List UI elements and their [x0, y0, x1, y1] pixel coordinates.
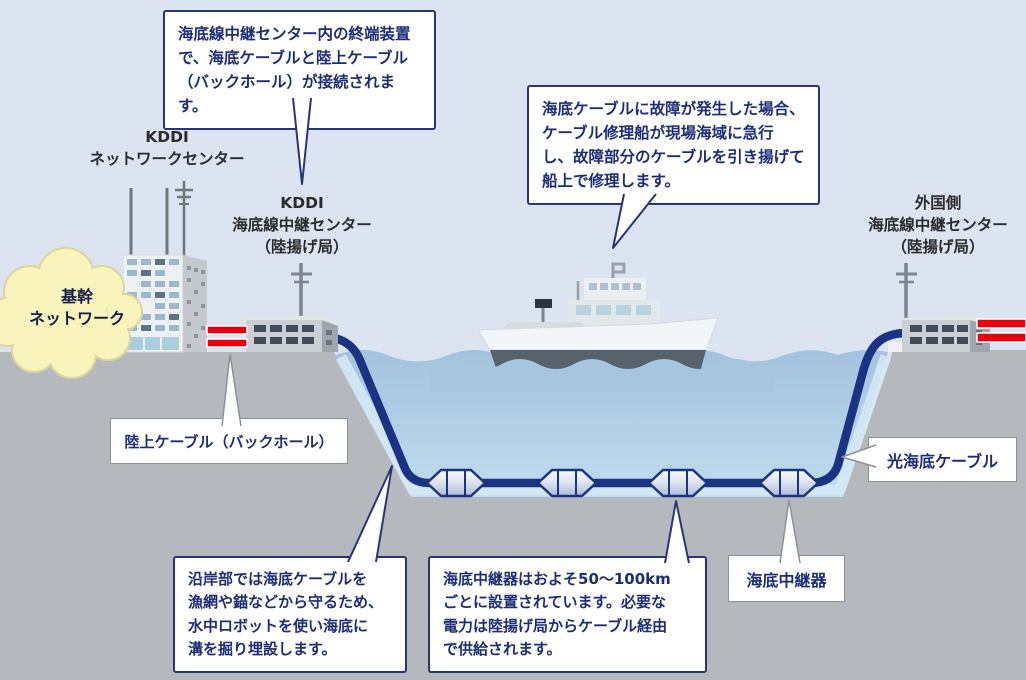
landing-station-left-label: KDDI 海底線中継センター （陸揚げ局）: [232, 194, 372, 256]
sea-floor-rim: [336, 354, 892, 496]
right-landing-station: [888, 263, 990, 352]
network-center-label: KDDI ネットワークセンター: [89, 128, 245, 168]
coastal-burial-callout: 沿岸部では海底ケーブルを 漁網や錨などから守るため、 水中ロボットを使い海底に …: [173, 556, 407, 673]
land-cable-left: [206, 325, 248, 348]
submarine-repeater-label: 海底中継器: [728, 555, 845, 602]
repair-ship-callout: 海底ケーブルに故障が発生した場合、 ケーブル修理船が現場海域に急行 し、故障部分…: [527, 85, 820, 206]
left-landing-station: [244, 263, 338, 352]
submarine-repeater: [758, 468, 820, 498]
repeater-spacing-callout: 海底中継器はおよそ50〜100km ごとに設置されています。必要な 電力は陸揚げ…: [428, 556, 707, 673]
submarine-repeater: [425, 468, 487, 498]
land-cable-right: [976, 318, 1026, 343]
ship-hull: [477, 317, 719, 351]
backbone-network-cloud: [0, 247, 143, 379]
submarine-repeater: [536, 468, 598, 498]
optical-submarine-cable-label: 光海底ケーブル: [868, 437, 1017, 482]
land-cable-label: 陸上ケーブル（バックホール）: [110, 418, 348, 464]
network-center-building: [122, 181, 207, 353]
submarine-cable: [315, 328, 911, 488]
backbone-network-label: 基幹 ネットワーク: [28, 287, 125, 328]
submarine-repeater: [647, 468, 709, 498]
sea-waves: [430, 359, 775, 392]
landing-station-right-label: 外国側 海底線中継センター （陸揚げ局）: [868, 194, 1008, 256]
terminal-device-callout: 海底線中継センター内の終端装置 で、海底ケーブルと陸上ケーブル （バックホール）…: [163, 10, 436, 131]
